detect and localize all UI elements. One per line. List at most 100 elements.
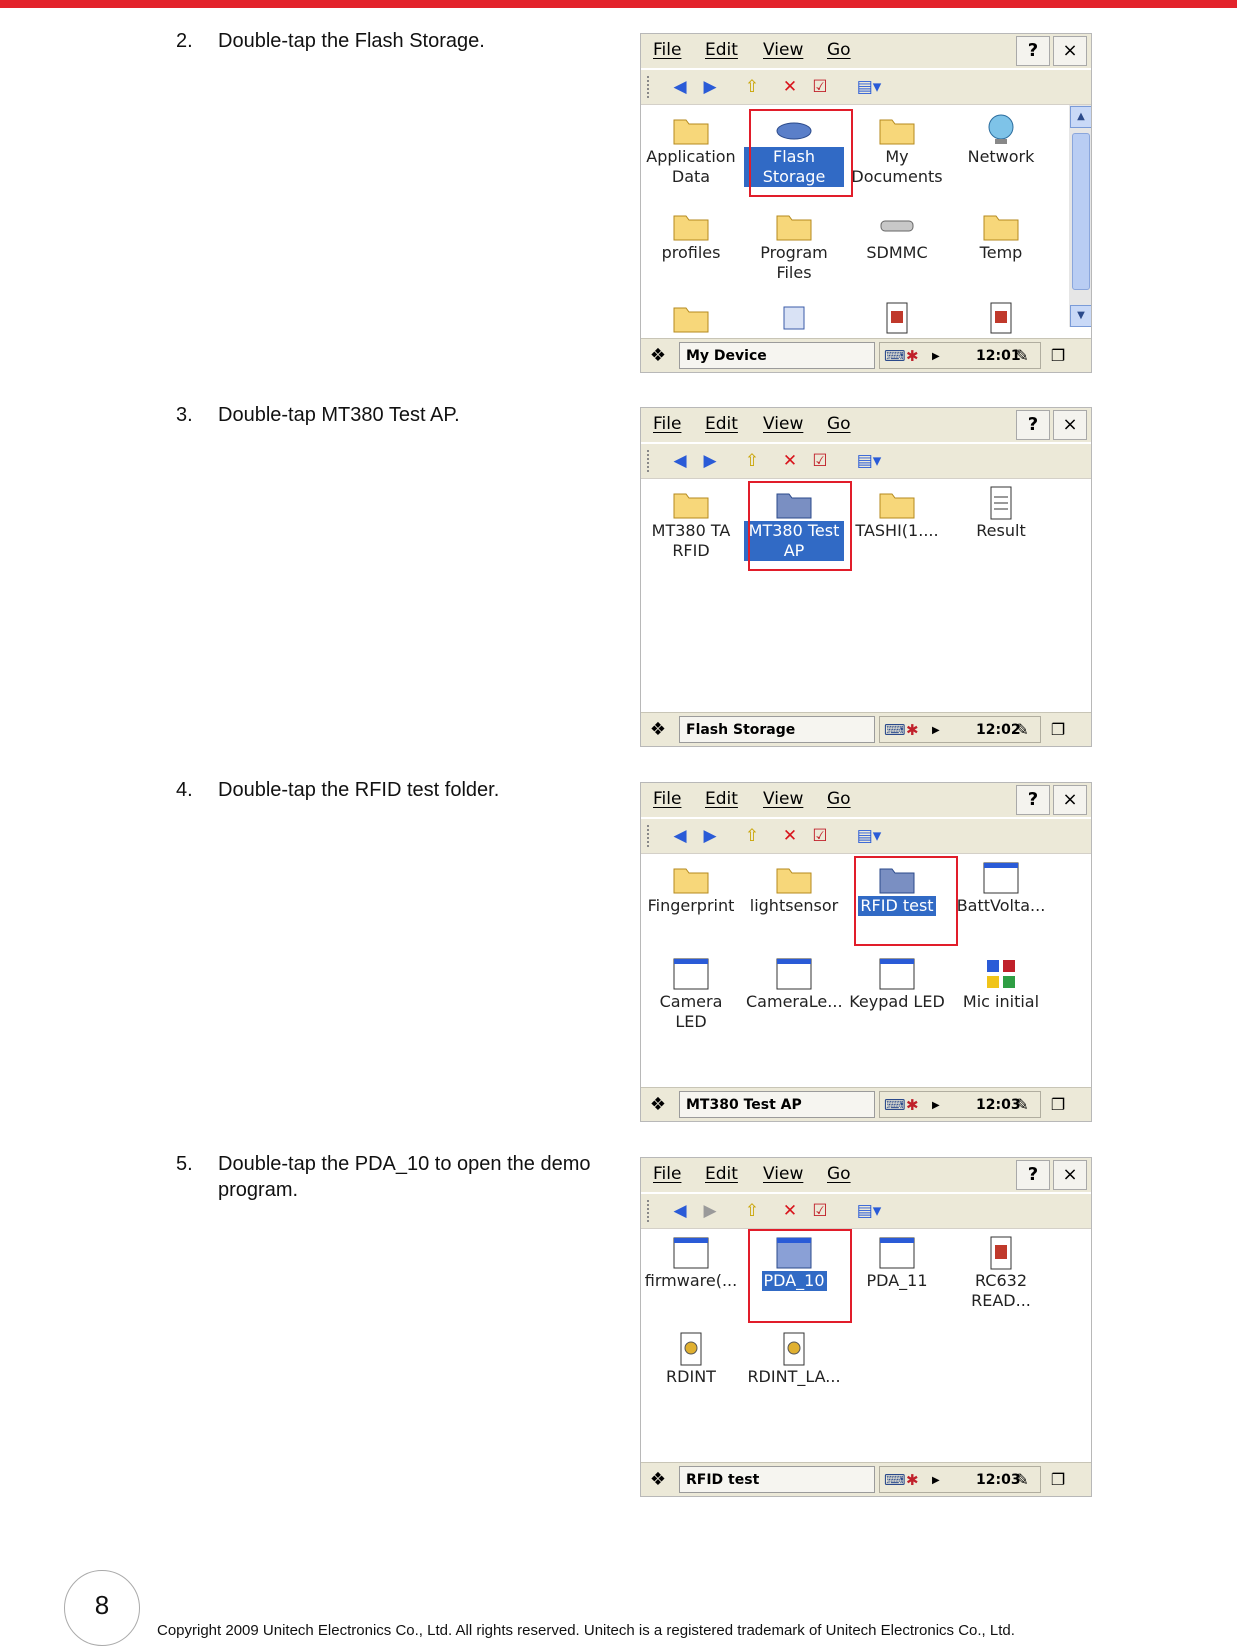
forward-icon[interactable]: ▶ (703, 1201, 717, 1221)
up-folder-icon[interactable]: ⇧ (744, 77, 760, 97)
help-button[interactable]: ? (1016, 785, 1050, 815)
close-button[interactable]: × (1053, 1160, 1087, 1190)
menu-view[interactable]: View (763, 1164, 804, 1184)
vertical-scrollbar[interactable]: ▲ ▼ (1069, 105, 1091, 327)
forward-icon[interactable]: ▶ (703, 451, 717, 471)
list-item[interactable]: Camera LED (641, 956, 741, 1032)
up-folder-icon[interactable]: ⇧ (744, 451, 760, 471)
tray-expand-icon[interactable]: ▶ (932, 725, 940, 736)
list-item[interactable]: Result (951, 485, 1051, 541)
connection-icon[interactable]: ✱ (906, 721, 919, 739)
view-options-icon[interactable]: ▤▾ (856, 77, 882, 97)
list-item[interactable]: Application Data (641, 111, 741, 187)
list-item[interactable]: Fingerprint (641, 860, 741, 916)
scroll-down-icon[interactable]: ▼ (1070, 305, 1091, 327)
start-icon[interactable]: ❖ (649, 1094, 667, 1115)
list-item[interactable]: CameraLe... (744, 956, 844, 1012)
list-item[interactable]: RDINT_LA... (744, 1331, 844, 1387)
list-item[interactable]: SDMMC (847, 207, 947, 263)
delete-icon[interactable]: ✕ (782, 1201, 798, 1221)
list-item[interactable]: lightsensor (744, 860, 844, 916)
menu-edit[interactable]: Edit (705, 1164, 738, 1184)
up-folder-icon[interactable]: ⇧ (744, 826, 760, 846)
list-item[interactable]: Flash Storage (744, 111, 844, 187)
up-folder-icon[interactable]: ⇧ (744, 1201, 760, 1221)
tray-expand-icon[interactable]: ▶ (932, 1100, 940, 1111)
forward-icon[interactable]: ▶ (703, 77, 717, 97)
list-item[interactable]: Temp (951, 207, 1051, 263)
input-panel-icon[interactable]: ✎ (1015, 346, 1029, 365)
list-item[interactable]: MT380 TA RFID (641, 485, 741, 561)
toolbar-grip[interactable] (647, 1200, 653, 1222)
properties-icon[interactable]: ☑ (812, 1201, 828, 1221)
start-icon[interactable]: ❖ (649, 345, 667, 366)
menu-file[interactable]: File (653, 789, 682, 809)
delete-icon[interactable]: ✕ (782, 451, 798, 471)
start-icon[interactable]: ❖ (649, 719, 667, 740)
connection-icon[interactable]: ✱ (906, 347, 919, 365)
menu-go[interactable]: Go (827, 414, 851, 434)
view-options-icon[interactable]: ▤▾ (856, 826, 882, 846)
list-item[interactable]: Program Files (744, 207, 844, 283)
menu-view[interactable]: View (763, 40, 804, 60)
view-options-icon[interactable]: ▤▾ (856, 451, 882, 471)
network-status-icon[interactable]: ⌨ (884, 347, 906, 365)
list-item[interactable]: Network (951, 111, 1051, 167)
input-panel-icon[interactable]: ✎ (1015, 720, 1029, 739)
close-button[interactable]: × (1053, 36, 1087, 66)
list-item[interactable]: Keypad LED (847, 956, 947, 1012)
clock[interactable]: 12:02 AM (976, 722, 1021, 738)
back-icon[interactable]: ◀ (673, 826, 687, 846)
close-button[interactable]: × (1053, 410, 1087, 440)
forward-icon[interactable]: ▶ (703, 826, 717, 846)
list-item[interactable]: TASHI(1.... (847, 485, 947, 541)
delete-icon[interactable]: ✕ (782, 826, 798, 846)
taskbar-window-button[interactable]: RFID test (679, 1466, 875, 1493)
network-status-icon[interactable]: ⌨ (884, 1471, 906, 1489)
menu-edit[interactable]: Edit (705, 789, 738, 809)
menu-go[interactable]: Go (827, 1164, 851, 1184)
tray-expand-icon[interactable]: ▶ (932, 351, 940, 362)
menu-view[interactable]: View (763, 414, 804, 434)
toolbar-grip[interactable] (647, 76, 653, 98)
input-panel-icon[interactable]: ✎ (1015, 1095, 1029, 1114)
input-panel-icon[interactable]: ✎ (1015, 1470, 1029, 1489)
menu-go[interactable]: Go (827, 40, 851, 60)
menu-edit[interactable]: Edit (705, 40, 738, 60)
help-button[interactable]: ? (1016, 36, 1050, 66)
toolbar-grip[interactable] (647, 450, 653, 472)
close-button[interactable]: × (1053, 785, 1087, 815)
taskbar-window-button[interactable]: My Device (679, 342, 875, 369)
menu-file[interactable]: File (653, 414, 682, 434)
start-icon[interactable]: ❖ (649, 1469, 667, 1490)
toolbar-grip[interactable] (647, 825, 653, 847)
back-icon[interactable]: ◀ (673, 1201, 687, 1221)
list-item[interactable]: PDA_11 (847, 1235, 947, 1291)
menu-view[interactable]: View (763, 789, 804, 809)
list-item-partial[interactable] (951, 299, 1051, 335)
scroll-thumb[interactable] (1072, 133, 1090, 290)
list-item-partial[interactable] (847, 299, 947, 335)
desktop-icon[interactable]: ❐ (1050, 720, 1066, 739)
list-item[interactable]: RDINT (641, 1331, 741, 1387)
menu-file[interactable]: File (653, 40, 682, 60)
connection-icon[interactable]: ✱ (906, 1096, 919, 1114)
menu-file[interactable]: File (653, 1164, 682, 1184)
list-item[interactable]: profiles (641, 207, 741, 263)
list-item[interactable]: Mic initial (951, 956, 1051, 1012)
network-status-icon[interactable]: ⌨ (884, 721, 906, 739)
list-item[interactable]: MT380 Test AP (744, 485, 844, 561)
taskbar-window-button[interactable]: MT380 Test AP (679, 1091, 875, 1118)
view-options-icon[interactable]: ▤▾ (856, 1201, 882, 1221)
clock[interactable]: 12:01 AM (976, 348, 1021, 364)
tray-expand-icon[interactable]: ▶ (932, 1475, 940, 1486)
back-icon[interactable]: ◀ (673, 451, 687, 471)
help-button[interactable]: ? (1016, 410, 1050, 440)
network-status-icon[interactable]: ⌨ (884, 1096, 906, 1114)
list-item[interactable]: BattVolta... (951, 860, 1051, 916)
list-item[interactable]: RC632 READ... (951, 1235, 1051, 1311)
scroll-up-icon[interactable]: ▲ (1070, 106, 1091, 128)
desktop-icon[interactable]: ❐ (1050, 1470, 1066, 1489)
list-item[interactable]: RFID test (847, 860, 947, 916)
desktop-icon[interactable]: ❐ (1050, 346, 1066, 365)
